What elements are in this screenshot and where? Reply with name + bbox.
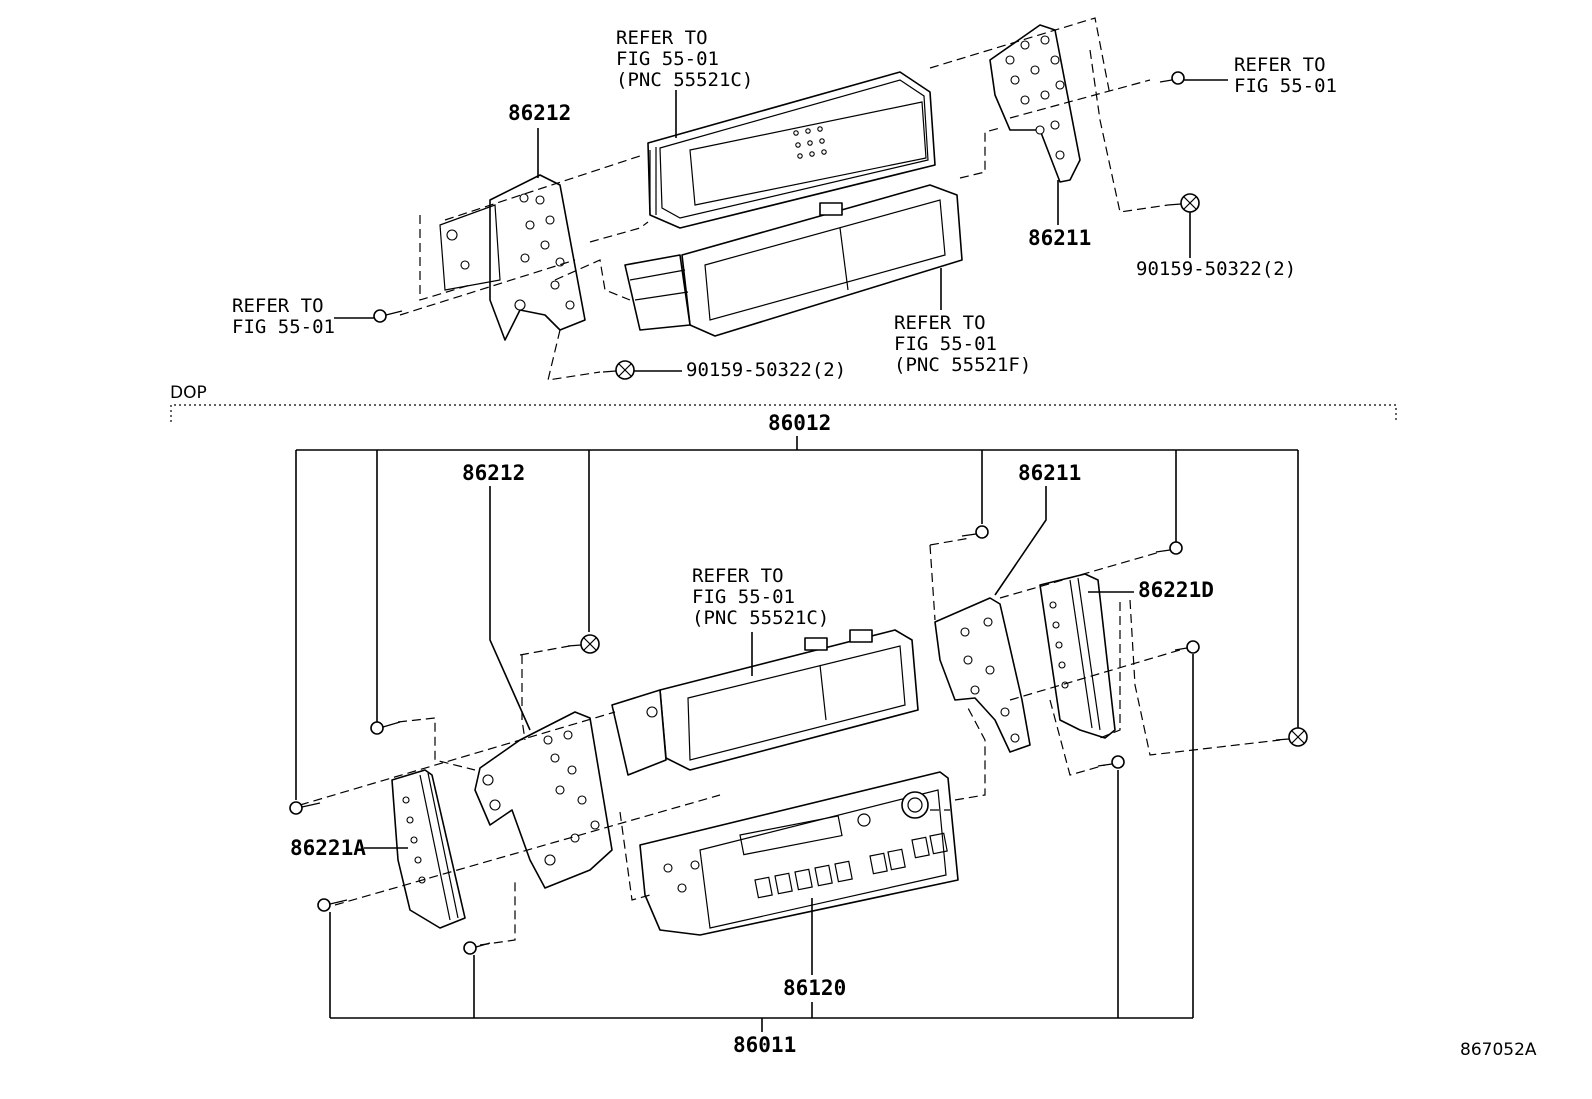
screw-dop-1 — [289, 801, 321, 815]
panel-86221a — [391, 769, 466, 929]
refer-upper-line1: REFER TO — [616, 27, 708, 49]
screw-dop-7 — [1174, 640, 1200, 654]
screw-dop-9 — [317, 898, 348, 912]
screw-dop-3 — [567, 634, 600, 654]
screw-dop-10 — [463, 941, 491, 955]
dop-screws — [289, 525, 1308, 955]
figure-id: 867052A — [1460, 1040, 1537, 1060]
top-leaders — [334, 79, 1228, 372]
pnc-86212-top: 86212 — [508, 101, 571, 125]
bracket-86212-dop — [474, 711, 613, 889]
kit-86012-tree — [295, 436, 1299, 800]
screw-top-right-90159 — [1167, 193, 1200, 213]
upper-pocket-55521c — [647, 71, 936, 229]
screw-top-left-90159 — [602, 360, 635, 380]
lower-pocket-55521f — [624, 184, 963, 337]
refer-upper-label: REFER TO FIG 55-01 (PNC 55521C) — [616, 27, 753, 91]
refer-right-label: REFER TO FIG 55-01 — [1234, 54, 1337, 97]
dop-leaders — [364, 486, 1134, 975]
bracket-86211-top — [989, 24, 1081, 183]
kit-86011-tree — [329, 654, 1194, 1032]
dop-bracket-line — [170, 404, 1397, 422]
refer-upper-line3: (PNC 55521C) — [616, 69, 753, 91]
refer-lower-label: REFER TO FIG 55-01 (PNC 55521F) — [894, 312, 1031, 376]
radio-86120 — [639, 771, 959, 936]
refer-dop-line2: FIG 55-01 — [692, 586, 795, 608]
refer-dop-line3: (PNC 55521C) — [692, 607, 829, 629]
screw-dop-6 — [1275, 727, 1308, 747]
refer-dop-line1: REFER TO — [692, 565, 784, 587]
screw-top-right-refer — [1159, 71, 1185, 85]
screw-right-pnc: 90159-50322(2) — [1136, 258, 1296, 280]
screw-dop-4 — [961, 525, 989, 539]
pnc-86211-dop: 86211 — [1018, 461, 1081, 485]
refer-dop-label: REFER TO FIG 55-01 (PNC 55521C) — [692, 565, 829, 629]
pnc-86211-top: 86211 — [1028, 226, 1091, 250]
dop-dashed-lines — [299, 537, 1281, 946]
refer-lower-line1: REFER TO — [894, 312, 986, 334]
refer-lower-line2: FIG 55-01 — [894, 333, 997, 355]
screw-dop-2 — [370, 721, 401, 735]
bracket-86211-dop — [934, 597, 1031, 753]
top-dashed-lines — [399, 17, 1169, 381]
pnc-86011: 86011 — [733, 1033, 796, 1057]
screw-left-pnc: 90159-50322(2) — [686, 359, 846, 381]
refer-left-line1: REFER TO — [232, 295, 324, 317]
screw-top-left-refer — [373, 309, 403, 323]
pnc-86221d: 86221D — [1138, 578, 1214, 602]
panel-86221d — [1039, 573, 1116, 739]
refer-right-line1: REFER TO — [1234, 54, 1326, 76]
dop-pocket-55521c — [611, 629, 919, 776]
bracket-86212-top — [439, 174, 586, 341]
dop-label: DOP — [170, 383, 207, 403]
refer-left-label: REFER TO FIG 55-01 — [232, 295, 335, 338]
screw-dop-8 — [1097, 755, 1125, 769]
refer-lower-line3: (PNC 55521F) — [894, 354, 1031, 376]
pnc-86221a: 86221A — [290, 836, 366, 860]
refer-upper-line2: FIG 55-01 — [616, 48, 719, 70]
refer-left-line2: FIG 55-01 — [232, 316, 335, 338]
refer-right-line2: FIG 55-01 — [1234, 75, 1337, 97]
screw-dop-5 — [1155, 541, 1183, 555]
pnc-86212-dop: 86212 — [462, 461, 525, 485]
pnc-86012: 86012 — [768, 411, 831, 435]
pnc-86120: 86120 — [783, 976, 846, 1000]
